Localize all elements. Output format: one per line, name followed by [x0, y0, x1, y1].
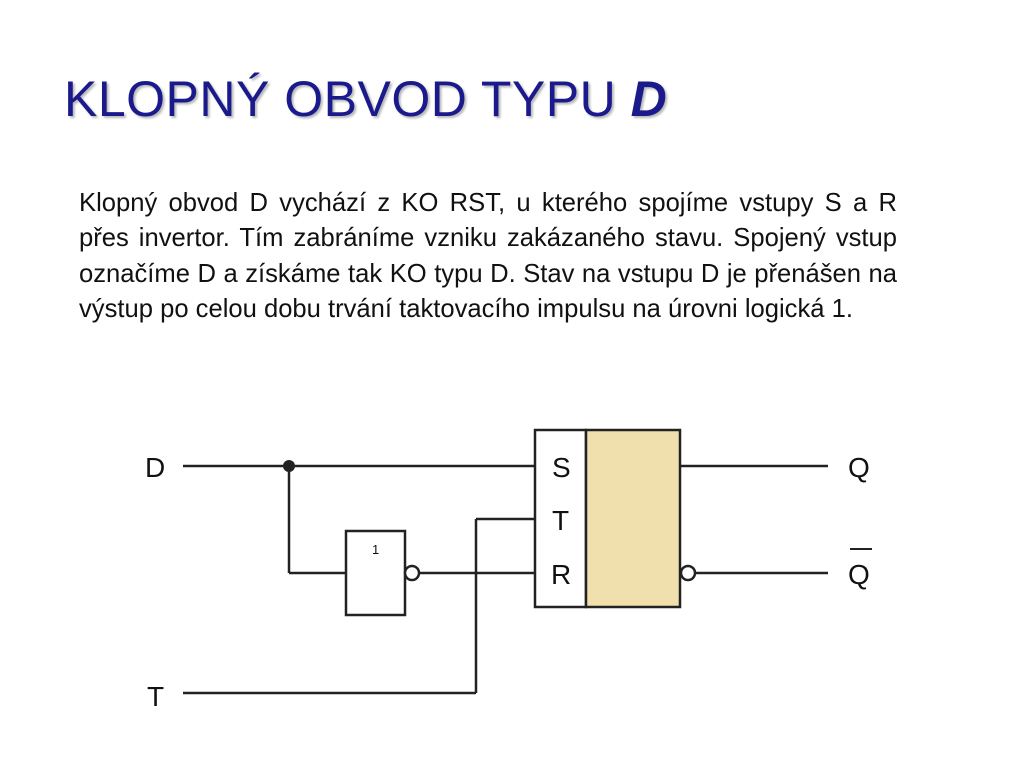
pin-r-label: R	[551, 559, 571, 590]
flipflop-body	[584, 428, 682, 609]
input-t-label: T	[147, 681, 164, 712]
output-q-label: Q	[848, 452, 870, 483]
inverter-label: 1	[372, 542, 379, 557]
pin-s-label: S	[552, 452, 571, 483]
qbar-output-bubble	[679, 564, 697, 582]
slide-title: KLOPNÝ OBVOD TYPU D	[64, 70, 667, 128]
input-d-label: D	[145, 452, 165, 483]
pin-t-label: T	[552, 505, 569, 536]
description-paragraph: Klopný obvod D vychází z KO RST, u které…	[79, 189, 897, 323]
slide-title-variable: D	[630, 71, 668, 127]
slide-title-main: KLOPNÝ OBVOD TYPU	[64, 71, 631, 127]
inverter-bubble	[403, 564, 421, 582]
output-qbar-label: Q	[848, 559, 870, 590]
junction-dot	[283, 460, 295, 472]
